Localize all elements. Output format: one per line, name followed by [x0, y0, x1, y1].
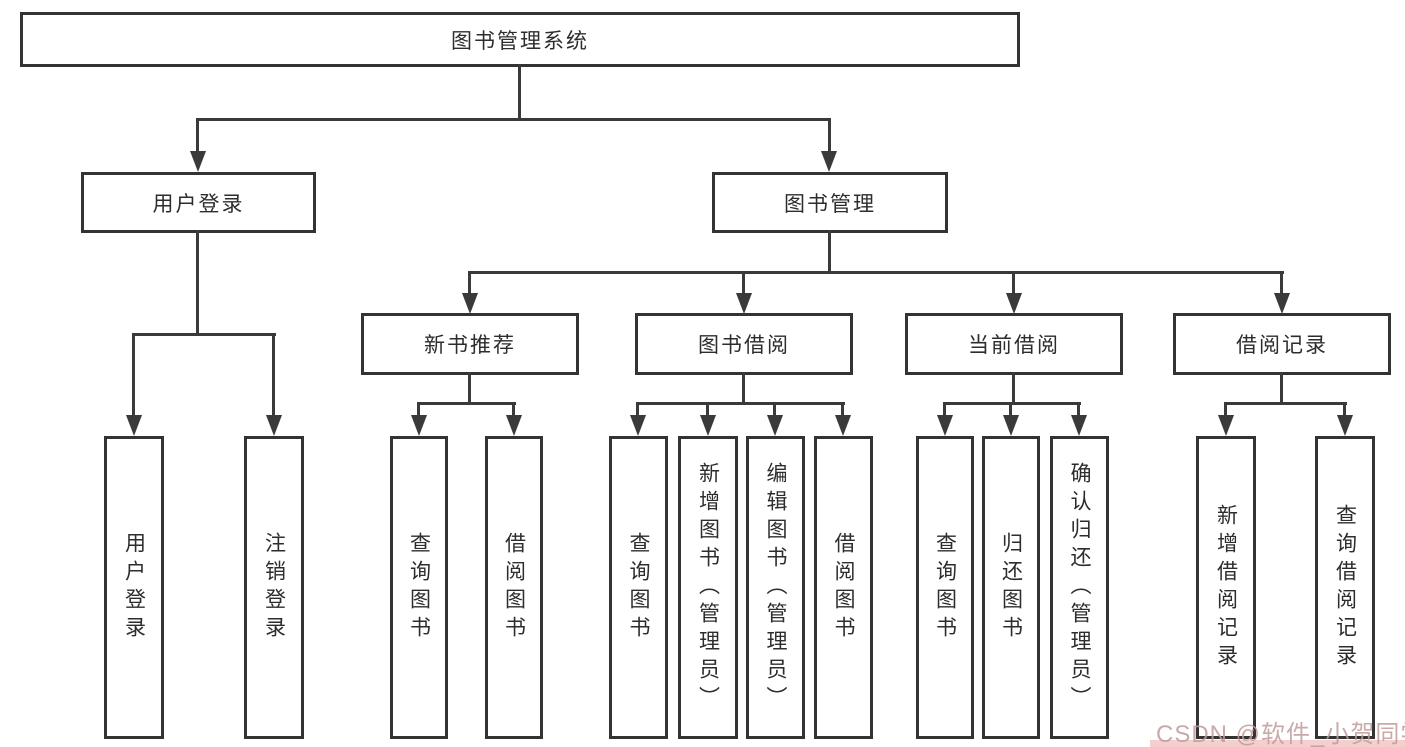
arrow-down-icon [462, 293, 478, 314]
leaf-newbook-query-books: 查询图书 [390, 436, 448, 739]
node-book-borrow: 图书借阅 [635, 313, 853, 375]
connector-line [742, 372, 745, 405]
connector-line [1224, 402, 1227, 417]
connector-line [272, 333, 275, 417]
connector-line [943, 402, 1081, 405]
leaf-logout: 注销登录 [244, 436, 304, 739]
leaf-borrow-edit-books-admin: 编辑图书（管理员） [746, 436, 805, 739]
connector-line [1280, 271, 1283, 295]
arrow-down-icon [736, 293, 752, 314]
watermark-highlight-bar [1150, 740, 1405, 747]
connector-line [706, 402, 709, 417]
arrow-down-icon [1071, 415, 1087, 436]
arrow-down-icon [506, 415, 522, 436]
connector-line [1009, 402, 1012, 417]
arrow-down-icon [767, 415, 783, 436]
connector-line [468, 271, 1284, 274]
node-user-login: 用户登录 [81, 172, 316, 233]
connector-line [468, 372, 471, 405]
leaf-current-query-books: 查询图书 [916, 436, 974, 739]
leaf-records-query-record: 查询借阅记录 [1315, 436, 1375, 739]
connector-line [1077, 402, 1080, 417]
leaf-records-add-record: 新增借阅记录 [1196, 436, 1256, 739]
node-library-system: 图书管理系统 [20, 12, 1020, 67]
arrow-down-icon [700, 415, 716, 436]
connector-line [828, 118, 831, 153]
connector-line [417, 402, 516, 405]
node-book-management: 图书管理 [712, 172, 948, 233]
leaf-newbook-borrow-books: 借阅图书 [485, 436, 543, 739]
arrow-down-icon [630, 415, 646, 436]
connector-line [636, 402, 639, 417]
connector-line [943, 402, 946, 417]
connector-line [636, 402, 845, 405]
connector-line [196, 230, 199, 336]
arrow-down-icon [1337, 415, 1353, 436]
connector-line [1343, 402, 1346, 417]
connector-line [196, 118, 199, 153]
leaf-user-login: 用户登录 [104, 436, 164, 739]
connector-line [1012, 372, 1015, 405]
connector-line [1280, 372, 1283, 405]
connector-line [1012, 271, 1015, 295]
connector-line [742, 271, 745, 295]
arrow-down-icon [937, 415, 953, 436]
watermark-text: CSDN @软件_小贺同学 [1156, 721, 1405, 747]
connector-line [1224, 402, 1347, 405]
connector-line [828, 230, 831, 274]
arrow-down-icon [126, 415, 142, 436]
connector-line [468, 271, 471, 295]
arrow-down-icon [821, 151, 837, 172]
connector-line [773, 402, 776, 417]
arrow-down-icon [266, 415, 282, 436]
leaf-borrow-borrow-books: 借阅图书 [814, 436, 873, 739]
node-current-borrow: 当前借阅 [905, 313, 1123, 375]
connector-line [132, 333, 276, 336]
leaf-borrow-query-books: 查询图书 [609, 436, 668, 739]
leaf-current-confirm-return-admin: 确认归还（管理员） [1050, 436, 1109, 739]
arrow-down-icon [1274, 293, 1290, 314]
arrow-down-icon [411, 415, 427, 436]
arrow-down-icon [190, 151, 206, 172]
connector-line [196, 118, 831, 121]
arrow-down-icon [835, 415, 851, 436]
node-borrow-records: 借阅记录 [1173, 313, 1391, 375]
connector-line [417, 402, 420, 417]
arrow-down-icon [1003, 415, 1019, 436]
arrow-down-icon [1218, 415, 1234, 436]
connector-line [512, 402, 515, 417]
connector-line [518, 64, 521, 121]
arrow-down-icon [1006, 293, 1022, 314]
connector-line [841, 402, 844, 417]
leaf-borrow-add-books-admin: 新增图书（管理员） [678, 436, 738, 739]
connector-line [132, 333, 135, 417]
node-new-book-recommend: 新书推荐 [361, 313, 579, 375]
leaf-current-return-books: 归还图书 [982, 436, 1040, 739]
